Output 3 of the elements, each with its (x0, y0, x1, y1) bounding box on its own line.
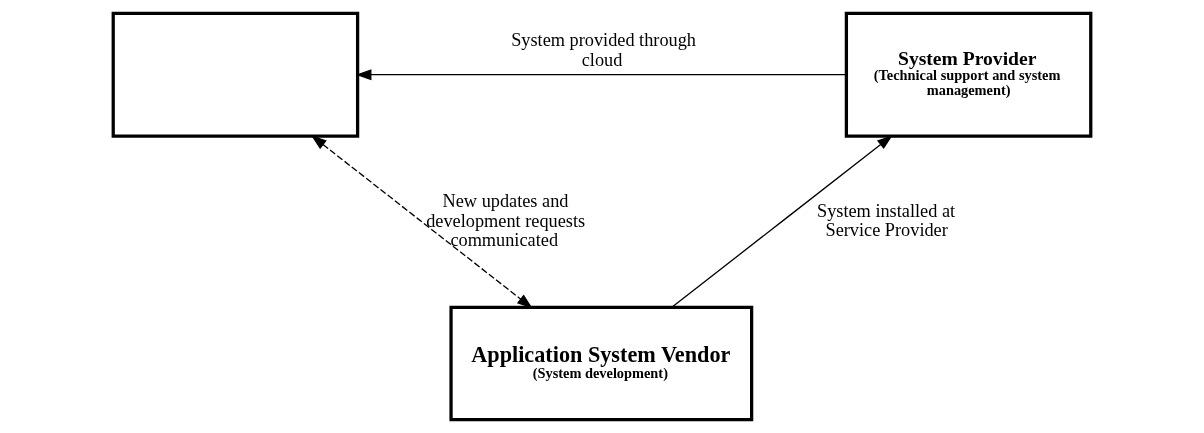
edge-label: New updates and development requests communicated (426, 190, 586, 251)
edge-label: System installed at Service Provider (816, 200, 956, 241)
edge-label: System provided through cloud (511, 30, 697, 70)
